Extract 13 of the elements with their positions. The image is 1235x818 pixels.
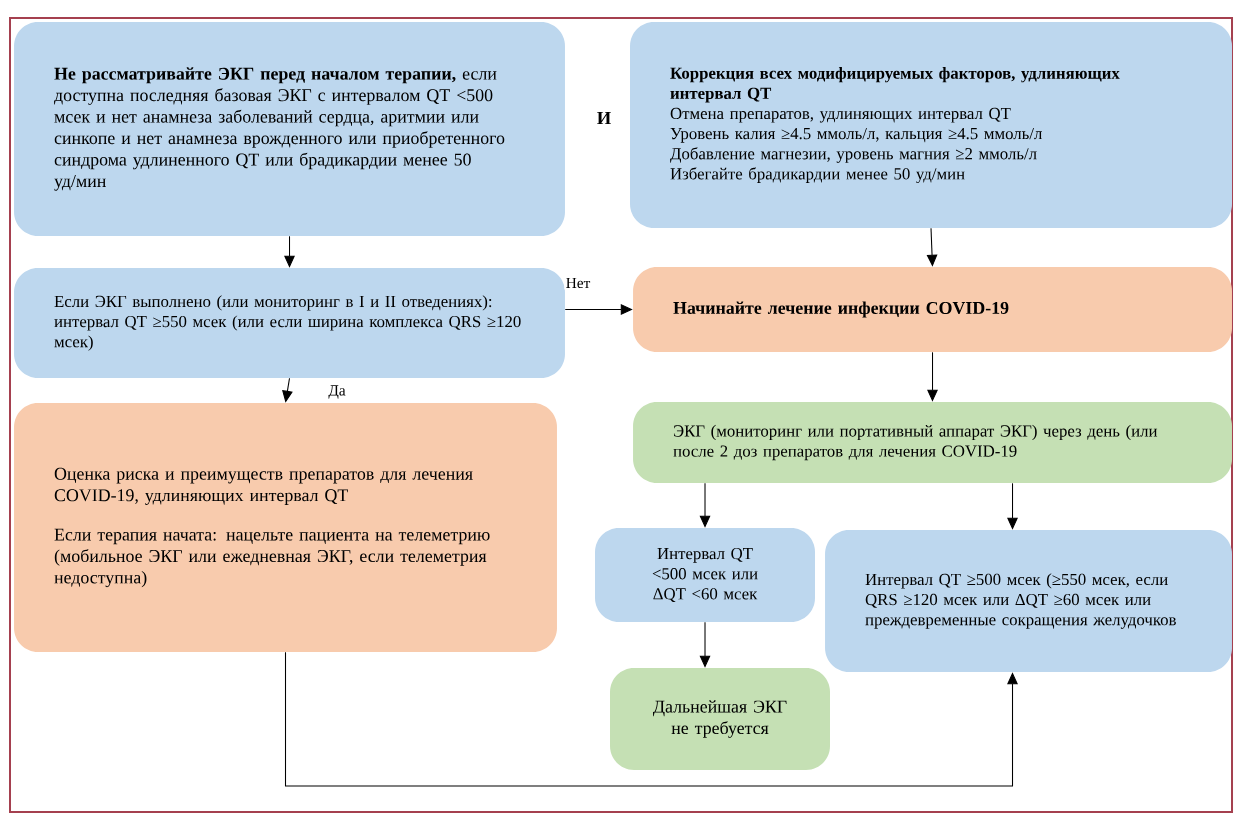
process-box: Интервал QT <500 мсек или ΔQT <60 мсек (595, 528, 815, 622)
process-box: Коррекция всех модифицируемых факторов, удлиняющих интервал QT Отмена препаратов, удлиняющих интервал QT Уровень калия ≥4.5 ммоль/л, кальция ≥4.5 ммоль/л Добавление магнезии, уровень магния ≥2 ммоль/л Избегайте брадикардии менее 50 уд/мин (630, 22, 1232, 228)
edge-label: Да (327, 384, 347, 400)
treatment-box: Начинайте лечение инфекции COVID-19 (633, 266, 1232, 353)
edge-label: Нет (564, 276, 592, 290)
process-box: Не рассматривайте ЭКГ перед началом терапии, если доступна последняя базовая ЭКГ с интервалом QT <500 мсек и нет анамнеза заболеваний сердца, аритмии или синкопе и нет анамнеза врожденного или приобретенного синдрома удлиненного QT или брадикардии менее 50 уд/мин (14, 22, 565, 236)
process-box: Если ЭКГ выполнено (или мониторинг в I и II отведениях): интервал QT ≥550 мсек (или если ширина комплекса QRS ≥120 мсек) (14, 268, 565, 378)
arrow (284, 651, 1018, 787)
treatment-box: Оценка риска и преимуществ препаратов для лечения COVID-19, удлиняющих интервал QT Если терапия начата: нацельте пациента на телеметрию (мобильное ЭКГ или ежедневная ЭКГ, если телеметрия недоступна) (14, 402, 557, 653)
monitoring-box: ЭКГ (мониторинг или портативный аппарат ЭКГ) через день (или после 2 доз препаратов для лечения COVID-19 (633, 401, 1232, 484)
connector-word: И (597, 111, 611, 125)
process-box: Интервал QT ≥500 мсек (≥550 мсек, если QRS ≥120 мсек или ΔQT ≥60 мсек или преждевременные сокращения желудочков (825, 530, 1232, 672)
monitoring-box: Дальнейшая ЭКГ не требуется (610, 668, 830, 770)
